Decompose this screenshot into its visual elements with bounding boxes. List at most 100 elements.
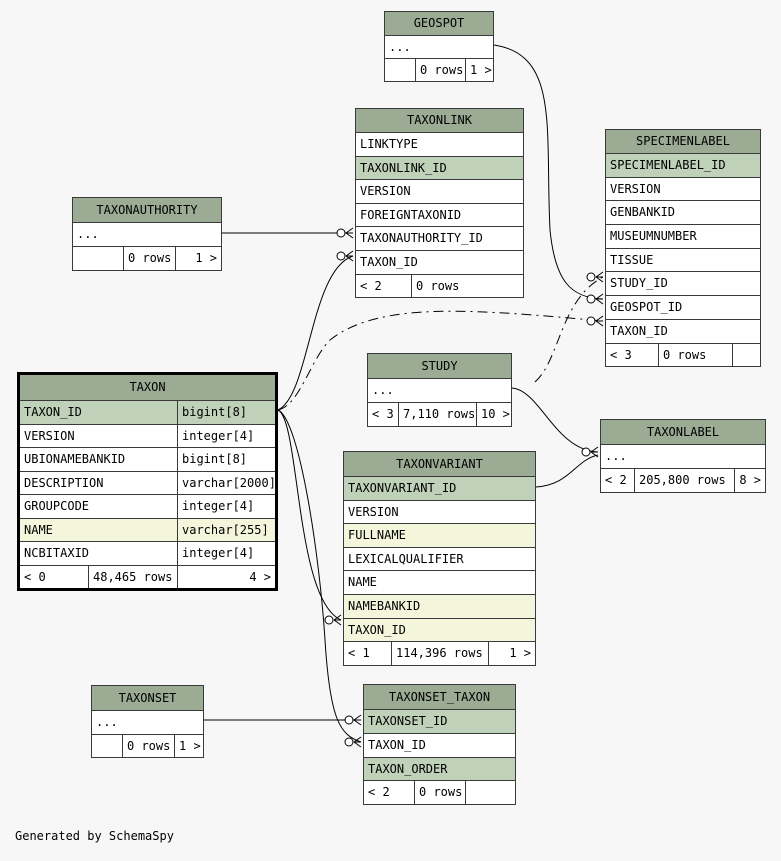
cell: bigint[8] <box>177 448 275 471</box>
column-row[interactable]: ... <box>73 223 221 247</box>
table-footer-row[interactable]: < 2 0 rows <box>356 274 523 298</box>
cell <box>732 343 760 367</box>
column-row[interactable]: LINKTYPE <box>356 133 523 157</box>
marker-taxonsettaxon-taxon <box>344 736 362 748</box>
cell <box>465 781 515 805</box>
cell: 0 rows <box>411 274 523 298</box>
cell: VERSION <box>360 184 411 199</box>
column-row[interactable]: TAXONAUTHORITY_ID <box>356 227 523 251</box>
column-row[interactable]: ... <box>601 445 765 469</box>
rel-study-specimenlabel <box>534 276 604 383</box>
cell: 7,110 rows <box>398 403 476 426</box>
cell: 114,396 rows <box>391 642 488 665</box>
column-row[interactable]: TAXONSET_ID <box>364 710 515 734</box>
column-row[interactable]: TAXON_ID <box>356 250 523 275</box>
column-row[interactable]: SPECIMENLABEL_ID <box>606 154 760 178</box>
rel-taxonvariant-taxonlabel <box>535 454 599 488</box>
column-row[interactable]: FULLNAME <box>344 524 535 548</box>
cell: SPECIMENLABEL_ID <box>610 158 726 172</box>
column-row[interactable]: MUSEUMNUMBER <box>606 225 760 249</box>
cell: GROUPCODE <box>24 499 90 513</box>
column-row[interactable]: TAXON_ID <box>364 733 515 758</box>
table-title[interactable]: TAXONSET_TAXON <box>364 685 515 710</box>
table-title[interactable]: TAXONAUTHORITY <box>73 198 221 223</box>
cell: TAXONLINK_ID <box>360 160 447 175</box>
cell: VERSION <box>348 504 399 519</box>
table-title[interactable]: GEOSPOT <box>385 12 493 36</box>
table-title[interactable]: SPECIMENLABEL <box>606 130 760 154</box>
cell: FOREIGNTAXONID <box>360 207 462 222</box>
table-title[interactable]: TAXONVARIANT <box>344 452 535 477</box>
column-row[interactable]: TAXON_ID <box>344 618 535 643</box>
footer-generated-by: Generated by SchemaSpy <box>15 829 174 843</box>
column-row[interactable]: TISSUE <box>606 248 760 273</box>
table-title[interactable]: STUDY <box>368 354 511 379</box>
rel-geospot-specimenlabel <box>493 44 604 300</box>
cell: < 1 <box>348 646 370 661</box>
rel-study-taxonlabel <box>511 387 599 453</box>
column-row[interactable]: VERSION <box>606 177 760 202</box>
column-row[interactable]: VERSION <box>356 180 523 204</box>
column-row[interactable]: TAXON_ORDER <box>364 757 515 782</box>
table-title[interactable]: TAXONSET <box>92 686 203 711</box>
column-row[interactable]: GEOSPOT_ID <box>606 296 760 320</box>
column-row[interactable]: ... <box>385 36 493 59</box>
cell: integer[4] <box>177 495 275 518</box>
table-title[interactable]: TAXON <box>20 375 275 401</box>
column-row[interactable]: GROUPCODE integer[4] <box>20 495 275 519</box>
cell: NCBITAXID <box>24 546 90 560</box>
column-row[interactable]: VERSION <box>344 500 535 525</box>
cell: NAMEBANKID <box>348 598 421 613</box>
cell: TAXONSET_ID <box>368 714 448 728</box>
cell: varchar[255] <box>177 518 275 541</box>
column-row[interactable]: TAXONLINK_ID <box>356 156 523 181</box>
column-row[interactable]: ... <box>368 379 511 403</box>
cell: 0 rows <box>123 247 175 270</box>
marker-specimenlabel-taxon <box>586 315 604 327</box>
column-row[interactable]: TAXONVARIANT_ID <box>344 477 535 501</box>
cell: < 3 <box>372 407 394 421</box>
column-row[interactable]: NAMEBANKID <box>344 594 535 619</box>
column-row[interactable]: TAXON_ID <box>606 319 760 344</box>
cell: bigint[8] <box>177 401 275 424</box>
column-row[interactable]: FOREIGNTAXONID <box>356 203 523 228</box>
table-title[interactable]: TAXONLINK <box>356 109 523 133</box>
column-row[interactable]: NAME <box>344 571 535 595</box>
column-row[interactable]: ... <box>92 711 203 735</box>
cell: ... <box>77 227 99 241</box>
cell: < 2 <box>360 278 382 293</box>
rel-taxon-specimenlabel <box>277 310 604 411</box>
cell: GEOSPOT_ID <box>610 300 683 315</box>
column-row[interactable]: STUDY_ID <box>606 272 760 297</box>
cell: MUSEUMNUMBER <box>610 229 697 244</box>
column-row[interactable]: GENBANKID <box>606 201 760 226</box>
cell: ... <box>372 383 394 397</box>
table-title[interactable]: TAXONLABEL <box>601 420 765 445</box>
column-row[interactable]: LEXICALQUALIFIER <box>344 547 535 572</box>
